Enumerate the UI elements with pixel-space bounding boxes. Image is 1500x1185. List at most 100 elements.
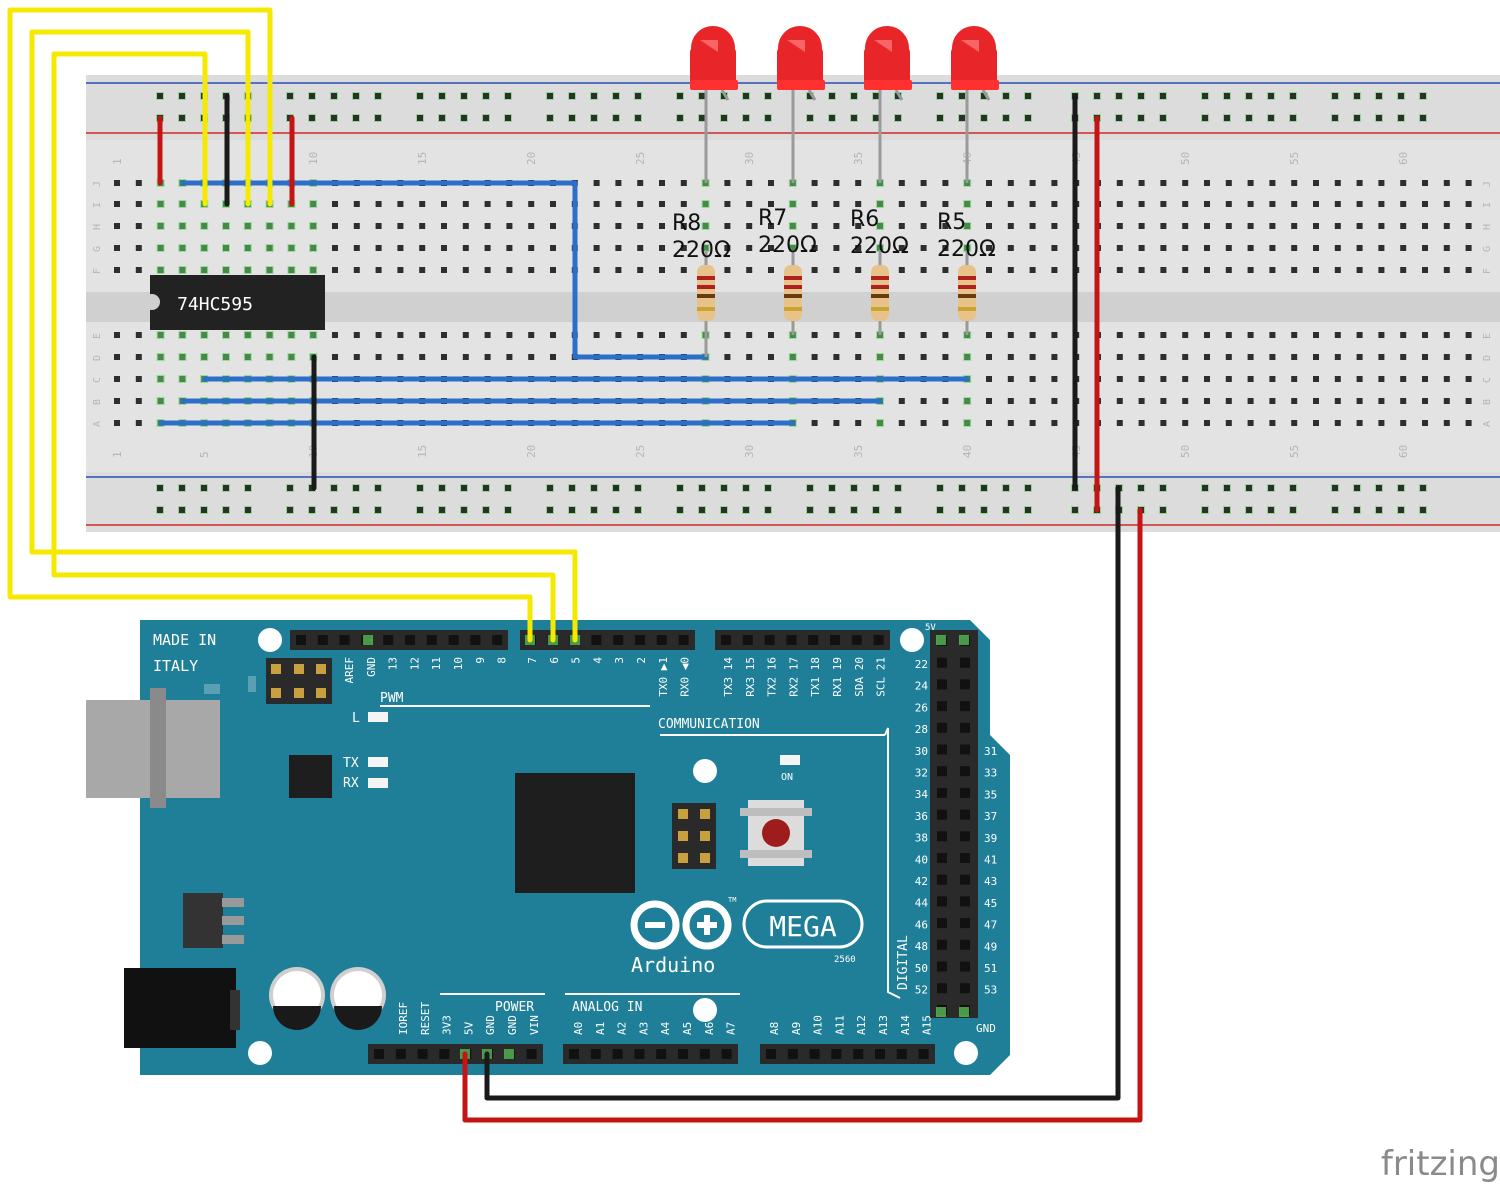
column-numbers-top: 11015202530354045505560 [111, 152, 1410, 165]
hole-highlight [222, 244, 230, 252]
hole [484, 332, 491, 338]
rail-hole [1003, 507, 1009, 513]
pin-label: A5 [681, 1022, 694, 1035]
header-pin [830, 635, 840, 645]
hole [1138, 420, 1145, 426]
hole [1225, 201, 1232, 207]
hole [1029, 376, 1036, 382]
hole [986, 398, 992, 404]
hole [1291, 180, 1298, 186]
blue-wires [158, 180, 970, 426]
hole [1313, 201, 1319, 207]
hole [1247, 267, 1254, 273]
rail-hole [829, 93, 835, 99]
hole [1247, 180, 1254, 186]
hole [1378, 201, 1385, 207]
hole [768, 201, 774, 207]
rail-hole [1094, 93, 1100, 99]
rail-hole [1268, 93, 1274, 99]
pin-label: 36 [915, 810, 928, 823]
hole [942, 420, 949, 426]
hole [920, 267, 927, 273]
hole [680, 180, 687, 186]
hole-highlight [876, 222, 884, 230]
rail-hole [699, 485, 705, 491]
hole [1334, 180, 1341, 186]
hole [1356, 354, 1363, 360]
rail-hole [157, 507, 163, 513]
header-pin [339, 635, 350, 645]
hole [1269, 398, 1276, 404]
rail-hole [179, 507, 185, 513]
pin-label: A8 [768, 1022, 781, 1035]
hole [724, 201, 731, 207]
rail-hole [765, 115, 771, 121]
rail-hole [1003, 115, 1009, 121]
hole [746, 180, 753, 186]
rail-hole [439, 485, 445, 491]
hole-highlight [156, 331, 165, 339]
rail-hole [1354, 485, 1360, 491]
rail-hole [613, 115, 619, 121]
rail-hole [851, 485, 857, 491]
hole [441, 267, 447, 273]
hole [1029, 267, 1036, 273]
hole-highlight [788, 222, 797, 230]
pin-label: 50 [915, 962, 928, 975]
hole [419, 267, 426, 273]
led-2 [777, 26, 825, 183]
hole [1138, 180, 1145, 186]
column-number: 60 [1397, 445, 1410, 458]
rail-hole [1420, 93, 1426, 99]
hole [920, 332, 927, 338]
column-number: 40 [961, 445, 974, 458]
header-pin [831, 1049, 842, 1059]
header-pin [960, 853, 970, 863]
row-letter: C [92, 377, 103, 383]
hole-highlight [200, 222, 209, 230]
hole [1378, 420, 1385, 426]
hole-highlight [287, 222, 296, 230]
pin-label: 41 [984, 854, 997, 867]
pin-label: 24 [915, 680, 929, 693]
hole [1138, 398, 1145, 404]
hole [1182, 332, 1189, 338]
pin-label: RX2 17 [787, 657, 800, 697]
hole [768, 245, 774, 251]
row-letter: J [92, 181, 103, 187]
rail-hole [1332, 507, 1338, 513]
hole [550, 245, 556, 251]
gnd-wire [484, 485, 1121, 1101]
hole-highlight [222, 353, 230, 361]
hole [506, 245, 513, 251]
resistor-value: 220Ω [937, 237, 996, 262]
hole [1269, 332, 1276, 338]
hole [811, 267, 818, 273]
hole [1204, 332, 1210, 338]
hole [986, 223, 992, 229]
hole [441, 354, 447, 360]
hole [135, 332, 142, 338]
hole [593, 332, 600, 338]
hole [1160, 420, 1167, 426]
hole [462, 223, 469, 229]
pin-label: 51 [984, 962, 997, 975]
rail-hole [287, 507, 293, 513]
hole [1051, 267, 1058, 273]
rail-hole [353, 93, 359, 99]
row-letter: F [1482, 268, 1493, 274]
hole-highlight [243, 353, 252, 361]
hole [898, 332, 905, 338]
pin-label: 32 [915, 767, 928, 780]
hole [833, 354, 840, 360]
hole [920, 223, 927, 229]
header-pin [960, 918, 970, 929]
pin-label: TX2 16 [766, 657, 779, 697]
hole [462, 267, 469, 273]
hole-highlight [178, 375, 187, 383]
hole [986, 245, 992, 251]
hole [1204, 376, 1210, 382]
rail-hole [375, 93, 381, 99]
hole [833, 201, 840, 207]
